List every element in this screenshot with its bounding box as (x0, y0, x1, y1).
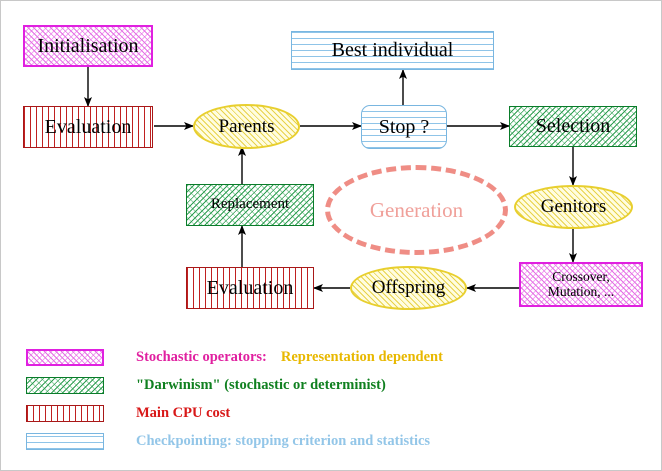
node-crossover-label: Crossover, (552, 269, 610, 285)
node-selection[interactable]: Selection (509, 106, 637, 147)
node-stop-label: Stop ? (378, 115, 430, 138)
legend-label-stochastic: Stochastic operators: (136, 349, 267, 365)
node-crossover-mutation[interactable]: Crossover, Mutation, ... (519, 262, 643, 307)
node-parents[interactable]: Parents (193, 104, 300, 149)
node-replacement[interactable]: Replacement (186, 184, 314, 226)
legend-swatch-red (26, 405, 104, 422)
legend-row-stochastic: Stochastic operators: Representation dep… (26, 349, 443, 366)
node-genitors-label: Genitors (540, 196, 607, 218)
node-evaluation-top[interactable]: Evaluation (23, 106, 153, 148)
legend-row-cpu: Main CPU cost (26, 405, 230, 422)
node-stop[interactable]: Stop ? (361, 105, 447, 149)
node-initialisation[interactable]: Initialisation (23, 25, 153, 67)
legend-swatch-blue (26, 433, 104, 450)
legend-label-representation: Representation dependent (280, 349, 443, 365)
node-evaluation-top-label: Evaluation (44, 115, 132, 138)
node-offspring[interactable]: Offspring (350, 266, 467, 310)
legend-row-darwinism: "Darwinism" (stochastic or determinist) (26, 377, 386, 394)
legend-label-checkpointing: Checkpointing: stopping criterion and st… (136, 433, 431, 449)
node-evaluation-bottom-label: Evaluation (206, 276, 294, 299)
node-initialisation-label: Initialisation (37, 34, 139, 57)
node-best-individual-label: Best individual (331, 39, 454, 61)
node-parents-label: Parents (218, 115, 275, 137)
legend-label-darwinism: "Darwinism" (stochastic or determinist) (136, 377, 386, 393)
legend-swatch-green (26, 377, 104, 394)
node-offspring-label: Offspring (371, 277, 446, 299)
node-mutation-label: Mutation, ... (547, 283, 615, 299)
node-replacement-label: Replacement (210, 196, 290, 213)
legend-swatch-magenta (26, 349, 104, 366)
node-generation: Generation (325, 165, 508, 255)
node-generation-label: Generation (369, 197, 464, 222)
node-best-individual[interactable]: Best individual (291, 31, 494, 70)
legend-label-cpu: Main CPU cost (136, 405, 231, 421)
legend-row-checkpointing: Checkpointing: stopping criterion and st… (26, 433, 430, 450)
node-selection-label: Selection (535, 115, 611, 137)
node-genitors[interactable]: Genitors (514, 185, 633, 229)
node-evaluation-bottom[interactable]: Evaluation (186, 267, 314, 309)
